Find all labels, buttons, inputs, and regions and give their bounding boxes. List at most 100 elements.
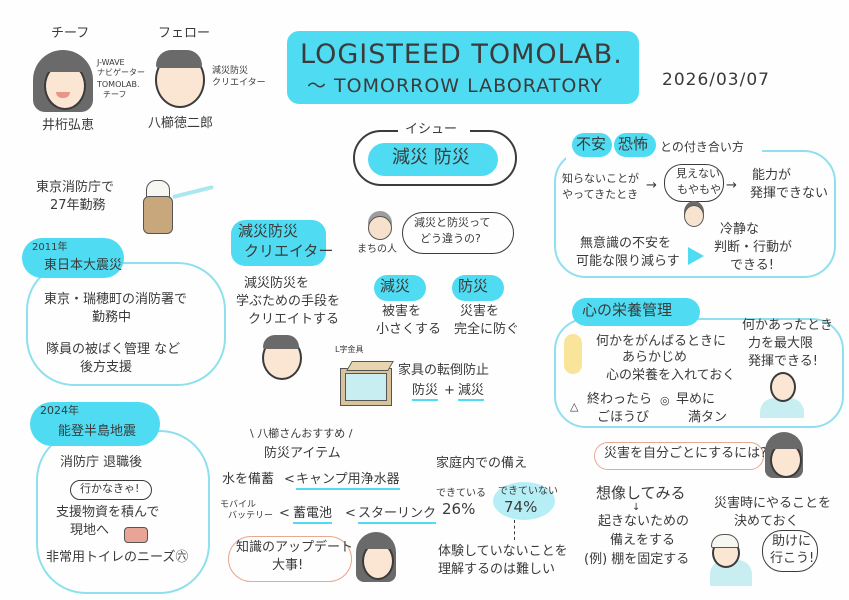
- items-row1-b: キャンプ用浄水器: [296, 472, 400, 491]
- home-prep-not-done-value: 74%: [504, 498, 538, 516]
- items-row2-a1: モバイル: [220, 500, 257, 510]
- creator-desc-2: 学ぶための手段を: [236, 294, 341, 309]
- tip1-line-1: 終わったら: [587, 392, 653, 407]
- date-label: 2026/03/07: [662, 70, 770, 90]
- gensai-title: 減災: [380, 277, 411, 295]
- right-arrow-icon: [688, 247, 704, 265]
- question-bubble: [402, 212, 514, 254]
- event-2024-line-4: 非常用トイレのニーズ㊅: [46, 550, 189, 565]
- not-done-highlight: [493, 482, 555, 520]
- creator-tag: [231, 220, 326, 266]
- items-row1-lt: <: [284, 472, 295, 487]
- issue-label: イシュー: [405, 122, 458, 137]
- bousai-line-2: 完全に防ぐ: [454, 322, 520, 337]
- mental-title: 心の栄養管理: [582, 301, 673, 319]
- anxiety-tag-2: [614, 133, 656, 157]
- personal-arrow: ↓: [632, 502, 641, 513]
- bousai-tag: [452, 275, 504, 301]
- thought-cloud: [664, 164, 724, 202]
- chief-role: チーフ: [51, 26, 90, 41]
- anxiety-reduce-2: 可能な限り減らす: [576, 254, 680, 269]
- mental-result-3: 発揮できる!: [748, 354, 818, 369]
- page-title: LOGISTEED TOMOLAB.: [300, 39, 623, 70]
- mental-tag: [572, 298, 700, 326]
- townsperson-label: まちの人: [357, 244, 397, 255]
- fellow-desc-2: クリエイター: [212, 78, 266, 88]
- items-row2-a2: バッテリー: [228, 511, 274, 521]
- event-2024-title: 能登半島地震: [58, 424, 137, 439]
- anxiety-arrow-1: →: [646, 178, 657, 193]
- creator-title-1: 減災防災: [238, 222, 299, 240]
- furniture-plus: +: [444, 383, 455, 398]
- worried-face-icon: [684, 205, 704, 227]
- event-2011-line-2: 勤務中: [92, 310, 132, 325]
- furniture-gensai: 減災: [458, 383, 485, 402]
- event-2024-year: 2024年: [40, 404, 79, 417]
- tip2-mark: ◎: [660, 394, 670, 407]
- gensai-line-2: 小さくする: [376, 322, 442, 337]
- home-prep-note-2: 理解するのは難しい: [438, 562, 556, 577]
- van-icon: [124, 527, 148, 543]
- anxiety-arrow-2: →: [726, 178, 737, 193]
- event-2011-year: 2011年: [32, 242, 68, 253]
- fellow-role: フェロー: [158, 26, 211, 41]
- home-prep-done-label: できている: [436, 488, 486, 499]
- personal-line-1: 想像してみる: [596, 484, 686, 502]
- anxiety-result-2: 発揮できない: [750, 186, 829, 201]
- speech-bubble: [70, 480, 152, 500]
- personal-question-bubble: [594, 442, 764, 470]
- tip1-mark: △: [570, 400, 579, 413]
- tip2-line-2: 満タン: [688, 410, 728, 425]
- anxiety-line-1b: やってきたとき: [562, 188, 639, 201]
- personal-line-2: 起きないための: [598, 514, 690, 529]
- gensai-line-1: 被害を: [382, 304, 422, 319]
- personal-line-3: 備えをする: [610, 533, 676, 548]
- thought-line-1: 見えない: [676, 167, 720, 180]
- update-bubble: [228, 536, 352, 582]
- personal-decide-1: 災害時にやることを: [714, 496, 832, 511]
- issue-title: 減災 防災: [392, 147, 470, 168]
- personal-speech-1: 助けに: [772, 534, 812, 549]
- question-line-2: どう違うの?: [420, 232, 481, 245]
- event-2011-line-4: 後方支援: [80, 360, 133, 375]
- anxiety-tag-2-text: 恐怖: [618, 135, 649, 153]
- event-2024-speech: 行かなきゃ!: [80, 482, 140, 495]
- home-prep-done-value: 26%: [442, 500, 476, 518]
- page-subtitle: 〜 TOMORROW LABORATORY: [307, 75, 603, 97]
- creator-title-2: クリエイター: [244, 242, 334, 260]
- anxiety-line-1a: 知らないことが: [562, 172, 639, 185]
- mental-result-1: 何かあったとき: [742, 318, 834, 333]
- home-prep-title: 家庭内での備え: [436, 456, 528, 471]
- gensai-tag: [374, 275, 426, 301]
- update-line-1: 知識のアップデート: [236, 540, 354, 555]
- bousai-line-1: 災害を: [460, 304, 500, 319]
- personal-decide-2: 決めておく: [734, 514, 799, 529]
- event-2011-tag: [22, 238, 124, 278]
- event-2011-line-1: 東京・瑞穂町の消防署で: [44, 292, 188, 307]
- chief-desc-4: チーフ: [103, 90, 127, 99]
- anxiety-reduce-1: 無意識の不安を: [580, 236, 672, 251]
- chief-desc-2: ナビゲーター: [97, 68, 145, 77]
- anxiety-tag-1: [572, 133, 612, 157]
- event-2024-line-3: 現地へ: [70, 523, 110, 538]
- personal-speech-2: 行こう!: [770, 551, 815, 566]
- chief-desc-1: J-WAVE: [97, 58, 125, 67]
- career-line-1: 東京消防庁で: [36, 180, 115, 195]
- items-recommend: \ 八櫛さんおすすめ /: [250, 427, 353, 440]
- townsperson-icon: [368, 216, 392, 240]
- items-title: 防災アイテム: [264, 446, 341, 461]
- event-2024-line-2: 支援物資を積んで: [56, 505, 160, 520]
- mental-line-2: あらかじめ: [622, 350, 688, 365]
- mental-line-3: 心の栄養を入れておく: [606, 368, 736, 383]
- title-banner: [287, 31, 639, 104]
- creator-desc-3: クリエイトする: [248, 312, 340, 327]
- bousai-title: 防災: [458, 277, 489, 295]
- issue-highlight: [368, 143, 498, 176]
- mental-result-2: 力を最大限: [748, 336, 814, 351]
- home-prep-not-done-label: できていない: [498, 486, 558, 497]
- personal-question: 災害を自分ごとにするには?: [604, 446, 768, 461]
- anxiety-calm-1: 冷静な: [720, 222, 760, 237]
- mental-frame: [554, 318, 844, 428]
- heart-figure-icon: [564, 334, 582, 374]
- event-2024-tag: [30, 402, 160, 446]
